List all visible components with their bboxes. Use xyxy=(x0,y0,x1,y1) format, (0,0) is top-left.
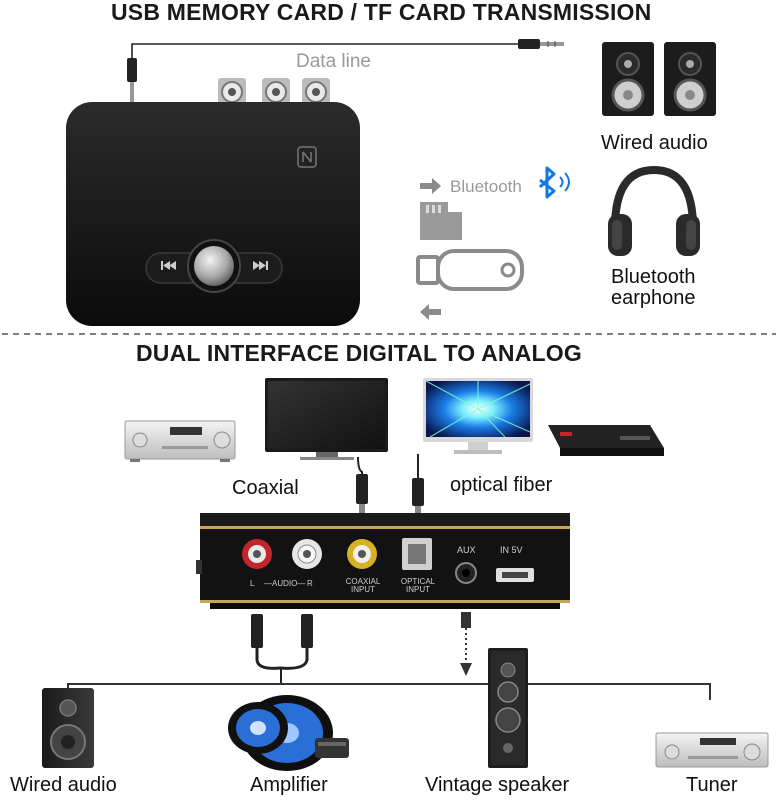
middle-heading: DUAL INTERFACE DIGITAL TO ANALOG xyxy=(136,340,582,366)
panel-label-audio: —AUDIO— xyxy=(264,579,306,588)
panel-label-l: L xyxy=(250,579,255,588)
coaxial-cable xyxy=(356,456,368,520)
panel-label-coaxial-line1: COAXIAL xyxy=(345,577,381,586)
optical-fiber-label: optical fiber xyxy=(450,474,553,496)
tuner-device xyxy=(655,732,769,768)
dac-device xyxy=(196,513,570,609)
tuner-label: Tuner xyxy=(686,774,738,796)
coaxial-label: Coaxial xyxy=(232,477,299,499)
next-track-icon xyxy=(253,261,268,270)
panel-label-in5v: IN 5V xyxy=(500,545,523,555)
bluetooth-earphone-label-line1: Bluetooth xyxy=(611,266,696,288)
optical-cable xyxy=(412,454,424,520)
bluetooth-earphone-label-line2: earphone xyxy=(611,287,696,309)
wired-audio-speaker xyxy=(42,688,94,768)
data-line-label: Data line xyxy=(296,51,371,72)
wired-audio-label-bottom: Wired audio xyxy=(10,774,117,796)
vintage-speaker xyxy=(488,648,528,768)
tf-card-icon xyxy=(420,202,462,240)
bluetooth-icon xyxy=(538,166,570,199)
amplifier-speakers xyxy=(228,695,349,771)
usb-stick-icon xyxy=(416,249,524,291)
bluetooth-label: Bluetooth xyxy=(450,177,522,196)
dvd-player-icon xyxy=(548,425,664,456)
panel-label-r: R xyxy=(307,579,313,588)
aux-cable xyxy=(460,612,472,676)
panel-label-optical-input: OPTICAL INPUT xyxy=(398,577,438,595)
wired-audio-label-top: Wired audio xyxy=(601,132,708,154)
arrow-left-icon xyxy=(420,304,441,320)
tv-icon xyxy=(265,378,388,460)
av-receiver-icon xyxy=(124,420,236,462)
bluetooth-earphone xyxy=(608,165,700,256)
amplifier-label: Amplifier xyxy=(250,774,328,796)
panel-label-coaxial-line2: INPUT xyxy=(351,585,375,595)
nfc-icon xyxy=(297,146,317,168)
connection-bracket xyxy=(67,683,711,700)
prev-track-icon xyxy=(161,261,176,270)
panel-label-coaxial-input: COAXIAL INPUT xyxy=(344,577,382,595)
panel-label-aux: AUX xyxy=(457,545,476,555)
panel-label-optical-line2: INPUT xyxy=(406,585,430,595)
arrow-right-icon xyxy=(420,178,441,194)
top-heading: USB MEMORY CARD / TF CARD TRANSMISSION xyxy=(111,0,652,25)
bluetooth-receiver-device xyxy=(66,78,360,326)
rca-cables xyxy=(251,614,313,684)
vintage-speaker-label: Vintage speaker xyxy=(425,774,570,796)
monitor-icon xyxy=(423,378,533,454)
wired-audio-speakers xyxy=(602,42,716,116)
data-line-cable xyxy=(127,39,564,102)
panel-label-optical-line1: OPTICAL xyxy=(400,577,436,586)
